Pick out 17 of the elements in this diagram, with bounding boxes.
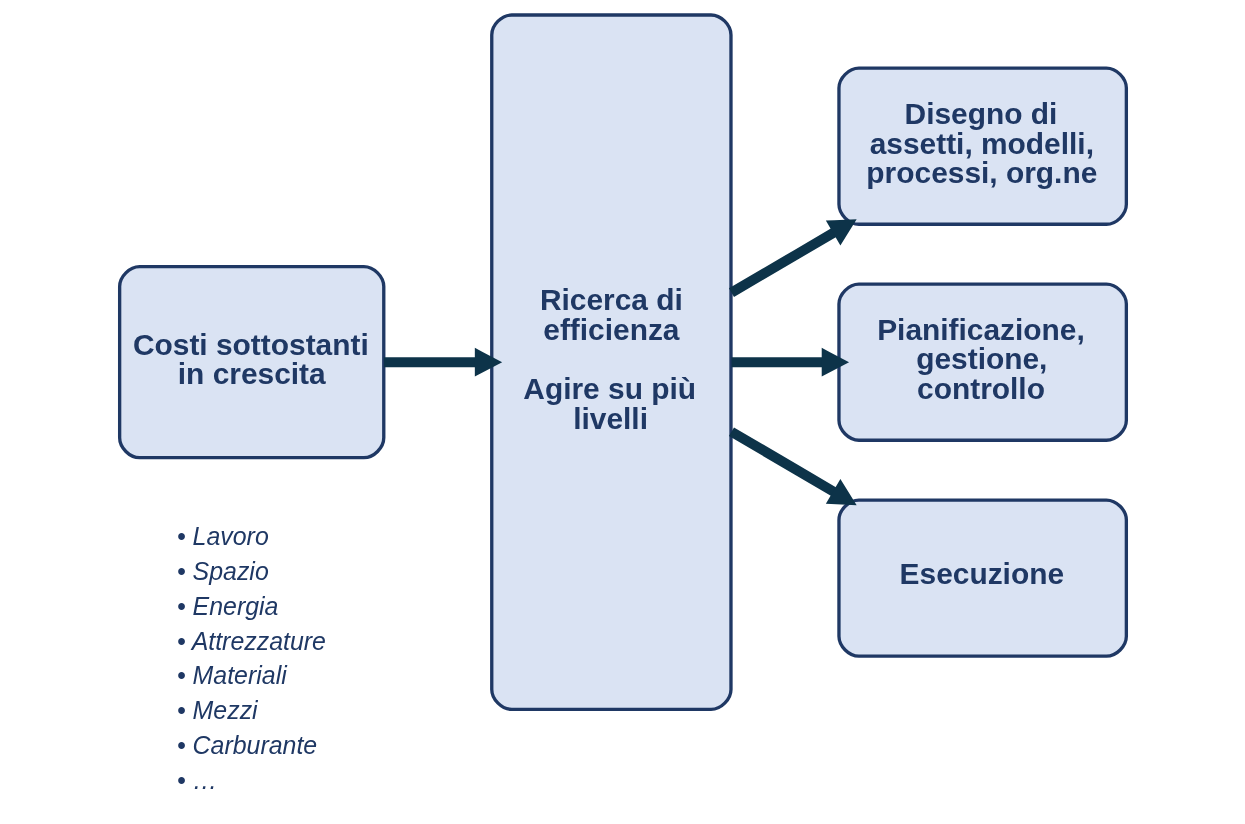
node-label: • Materiali	[176, 661, 287, 690]
arrow	[731, 347, 849, 377]
node-box: Ricerca di efficienza Agire su più livelli	[489, 13, 733, 711]
node-label: • …	[176, 766, 217, 795]
node-label: • Attrezzature	[176, 626, 326, 655]
arrow	[728, 427, 857, 506]
node-label: • Spazio	[176, 556, 269, 585]
node-box: Disegno di assetti, modelli, processi, org.ne	[836, 66, 1128, 226]
node-box: Pianificazione, gestione, controllo	[836, 282, 1128, 442]
node-box: Esecuzione	[836, 498, 1128, 658]
arrow	[728, 219, 857, 297]
node-label: • Lavoro	[176, 521, 269, 550]
node-label: • Mezzi	[176, 696, 258, 725]
node-label: • Energia	[176, 591, 278, 620]
node-label: • Carburante	[176, 731, 317, 760]
node-box: Costi sottostanti in crescita	[117, 264, 385, 460]
arrow	[383, 347, 502, 377]
